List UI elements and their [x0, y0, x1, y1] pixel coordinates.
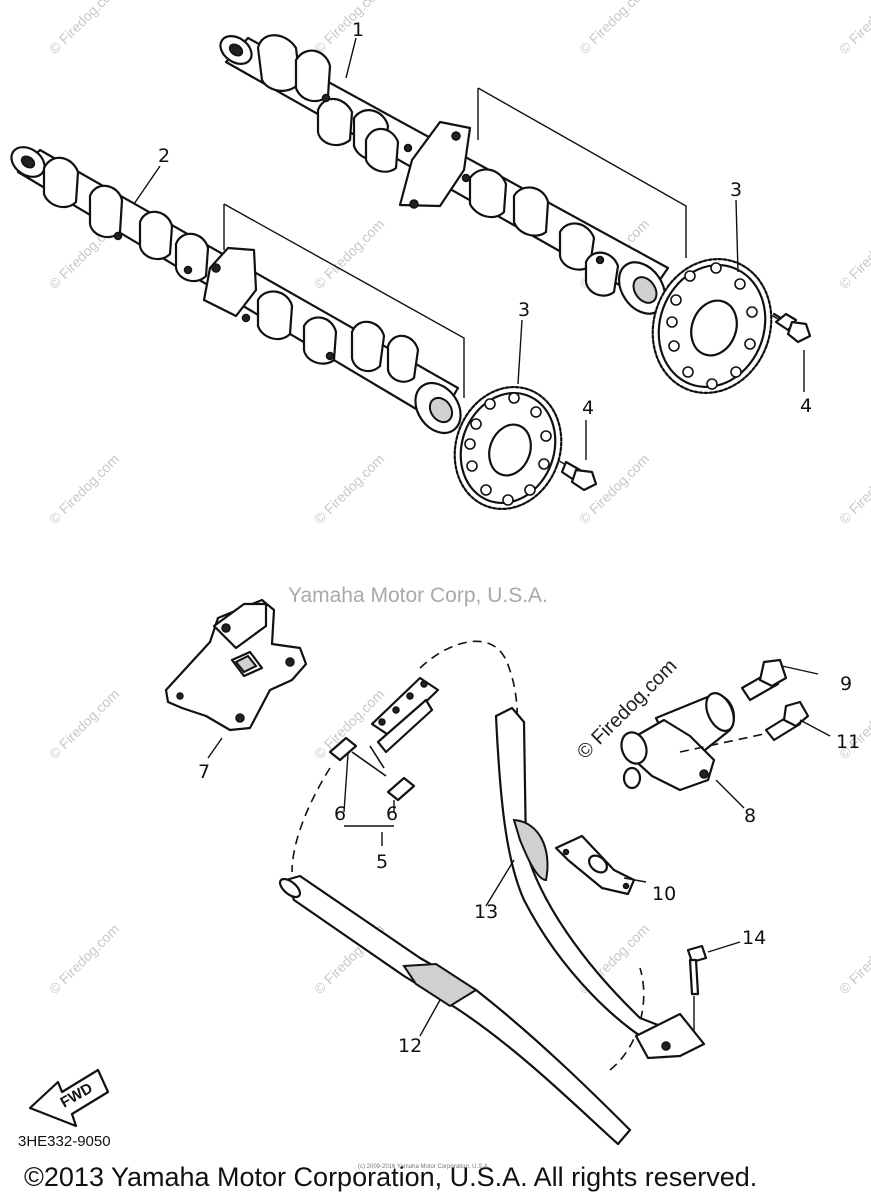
watermark-site: © Firedog.com — [311, 0, 387, 57]
callout-13: 13 — [474, 901, 498, 923]
callout-2: 2 — [158, 145, 170, 167]
callout-14: 14 — [742, 927, 766, 949]
callout-6: 6 — [334, 803, 346, 825]
watermark-site: © Firedog.com — [311, 451, 387, 527]
callout-11: 11 — [836, 731, 860, 753]
sprocket-bolt-lower — [560, 460, 598, 492]
callout-3: 3 — [518, 299, 530, 321]
cam-sprocket-lower — [453, 385, 563, 511]
copyright-text: ©2013 Yamaha Motor Corporation, U.S.A. A… — [24, 1162, 757, 1192]
timing-chain-guide-rear — [494, 706, 706, 1060]
callout-10: 10 — [652, 883, 676, 905]
guide-bolt-14 — [686, 944, 708, 1030]
tensioner-gasket — [554, 834, 636, 896]
watermark-site: © Firedog.com — [836, 216, 871, 292]
camshaft-2 — [10, 146, 462, 435]
callout-8: 8 — [744, 805, 756, 827]
watermark-site: © Firedog.com — [46, 451, 122, 527]
callout-4: 4 — [800, 395, 812, 417]
timing-chain — [291, 640, 645, 1071]
callout-3: 3 — [730, 179, 742, 201]
tensioner-bolt-9 — [740, 658, 788, 702]
forward-direction-arrow: FWD — [28, 1068, 110, 1128]
callout-5: 5 — [376, 851, 388, 873]
callout-12: 12 — [398, 1035, 422, 1057]
callout-7: 7 — [198, 761, 210, 783]
watermark-site: © Firedog.com — [836, 921, 871, 997]
timing-chain-guide-front — [278, 874, 632, 1146]
watermark-center: Yamaha Motor Corp, U.S.A. — [288, 584, 548, 607]
watermark-site: © Firedog.com — [836, 0, 871, 57]
watermark-site: © Firedog.com — [46, 921, 122, 997]
callout-6: 6 — [386, 803, 398, 825]
camshaft-1 — [219, 34, 670, 315]
watermark-site: © Firedog.com — [46, 0, 122, 57]
callout-1: 1 — [352, 19, 364, 41]
chain-joint-link — [328, 736, 416, 802]
callout-4: 4 — [582, 397, 594, 419]
watermark-site: © Firedog.com — [46, 686, 122, 762]
watermark-site: © Firedog.com — [311, 216, 387, 292]
cam-sprocket-upper — [651, 257, 773, 395]
chain-tensioner — [620, 692, 765, 792]
watermark-site: © Firedog.com — [836, 451, 871, 527]
timing-chain-guide-top — [164, 598, 308, 732]
diagram-code: 3HE332-9050 — [18, 1133, 111, 1150]
tiny-watermark: (c) 2009-2016 Yamaha Motor Corporation, … — [358, 1164, 490, 1170]
watermark-site: © Firedog.com — [576, 0, 652, 57]
sprocket-bolt-upper — [772, 312, 812, 344]
callout-9: 9 — [840, 673, 852, 695]
callout-labels: 1 2 3 3 4 4 7 6 6 5 9 11 8 10 13 14 12 — [158, 19, 860, 1057]
callout-leaders — [133, 37, 831, 1037]
